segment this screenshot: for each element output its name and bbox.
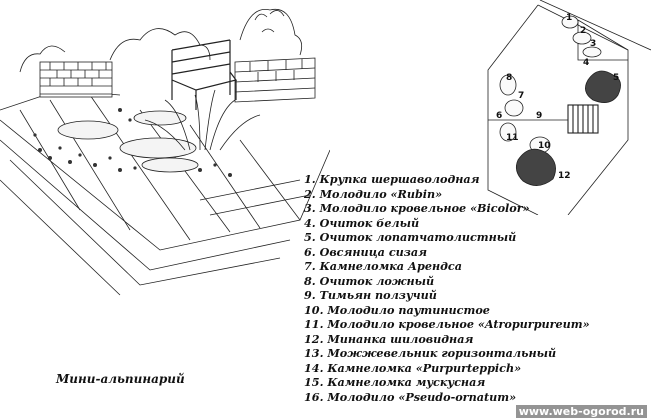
plan-shrub-2 [515,148,556,186]
legend-name: Очиток лопатчатолистный [319,230,517,244]
legend-number: 7. [304,259,316,273]
legend-item: 5. Очиток лопатчатолистный [304,230,590,245]
legend-item: 2. Молодило «Rubin» [304,187,590,202]
chair [171,39,238,110]
garden-sketch [0,8,330,296]
pebbles [33,108,232,177]
legend-item: 8. Очиток ложный [304,274,590,289]
plan-label: 6 [496,111,502,121]
plant-legend: 1. Крупка шершаволодная 2. Молодило «Rub… [304,172,590,404]
plan-label: 9 [536,111,542,121]
bushes [19,8,303,73]
legend-number: 4. [304,215,316,230]
legend-name: Камнеломка «Purpurteppich» [327,360,522,375]
brick-wall-left [39,61,113,98]
legend-number: 2. [304,186,316,201]
legend-item: 13. Можжевельник горизонтальный [304,346,590,361]
legend-item: 16. Молодило «Pseudo-ornatum» [304,390,590,405]
legend-item: 7. Камнеломка Арендса [304,259,590,274]
plan-label: 11 [506,133,519,143]
plan-label: 5 [613,73,619,83]
watermark: www.web-ogorod.ru [515,405,647,418]
legend-number: 9. [304,288,316,302]
plan-label: 4 [583,58,589,68]
legend-number: 3. [304,201,316,215]
plan-label: 7 [518,91,524,101]
legend-name: Очиток белый [319,215,420,230]
legend-name: Тимьян ползучий [319,288,437,302]
legend-number: 15. [304,375,324,389]
legend-item: 14. Камнеломка «Purpurteppich» [304,361,590,376]
plan-shrub [585,70,621,103]
legend-name: Овсяница сизая [319,244,428,259]
legend-number: 8. [304,273,316,288]
legend-item: 15. Камнеломка мускусная [304,375,590,390]
legend-item: 3. Молодило кровельное «Bicolor» [304,201,590,216]
brick-wall-right [234,57,316,103]
legend-item: 4. Очиток белый [304,216,590,231]
legend-item: 12. Минанка шиловидная [304,332,590,347]
plan-chair [567,104,599,134]
legend-number: 6. [304,244,316,259]
legend-number: 11. [304,317,324,331]
plan-label: 12 [558,171,571,181]
legend-item: 1. Крупка шершаволодная [304,172,590,187]
plan-label: 3 [590,39,596,49]
legend-name: Камнеломка Арендса [319,259,462,273]
legend-number: 1. [304,172,316,186]
figure-caption: Мини-альпинарий [56,372,185,386]
legend-number: 12. [304,331,324,346]
grass-tuft [144,89,261,151]
legend-number: 16. [304,389,324,404]
legend-number: 10. [304,302,324,317]
plan-label: 2 [580,26,586,36]
legend-item: 11. Молодило кровельное «Atropurpureum» [304,317,590,332]
legend-name: Камнеломка мускусная [327,375,486,389]
legend-name: Очиток ложный [319,273,435,288]
garden-plan: 1 2 3 4 5 6 7 8 9 10 11 12 [487,0,651,215]
legend-name: Минанка шиловидная [327,331,474,346]
legend-name: Молодило «Rubin» [319,186,443,201]
legend-name: Можжевельник горизонтальный [327,346,557,360]
plan-label: 10 [538,141,551,151]
legend-item: 9. Тимьян ползучий [304,288,590,303]
legend-name: Молодило кровельное «Atropurpureum» [327,317,590,331]
legend-name: Молодило «Pseudo-ornatum» [327,389,517,404]
legend-number: 13. [304,346,324,360]
legend-number: 5. [304,230,316,244]
legend-number: 14. [304,360,324,375]
legend-name: Молодило паутинистое [327,302,490,317]
legend-item: 6. Овсяница сизая [304,245,590,260]
legend-name: Крупка шершаволодная [319,172,480,186]
plan-label: 1 [566,13,572,23]
stepping-stones [57,110,199,173]
legend-item: 10. Молодило паутинистое [304,303,590,318]
legend-name: Молодило кровельное «Bicolor» [319,201,530,215]
plan-label: 8 [506,73,512,83]
